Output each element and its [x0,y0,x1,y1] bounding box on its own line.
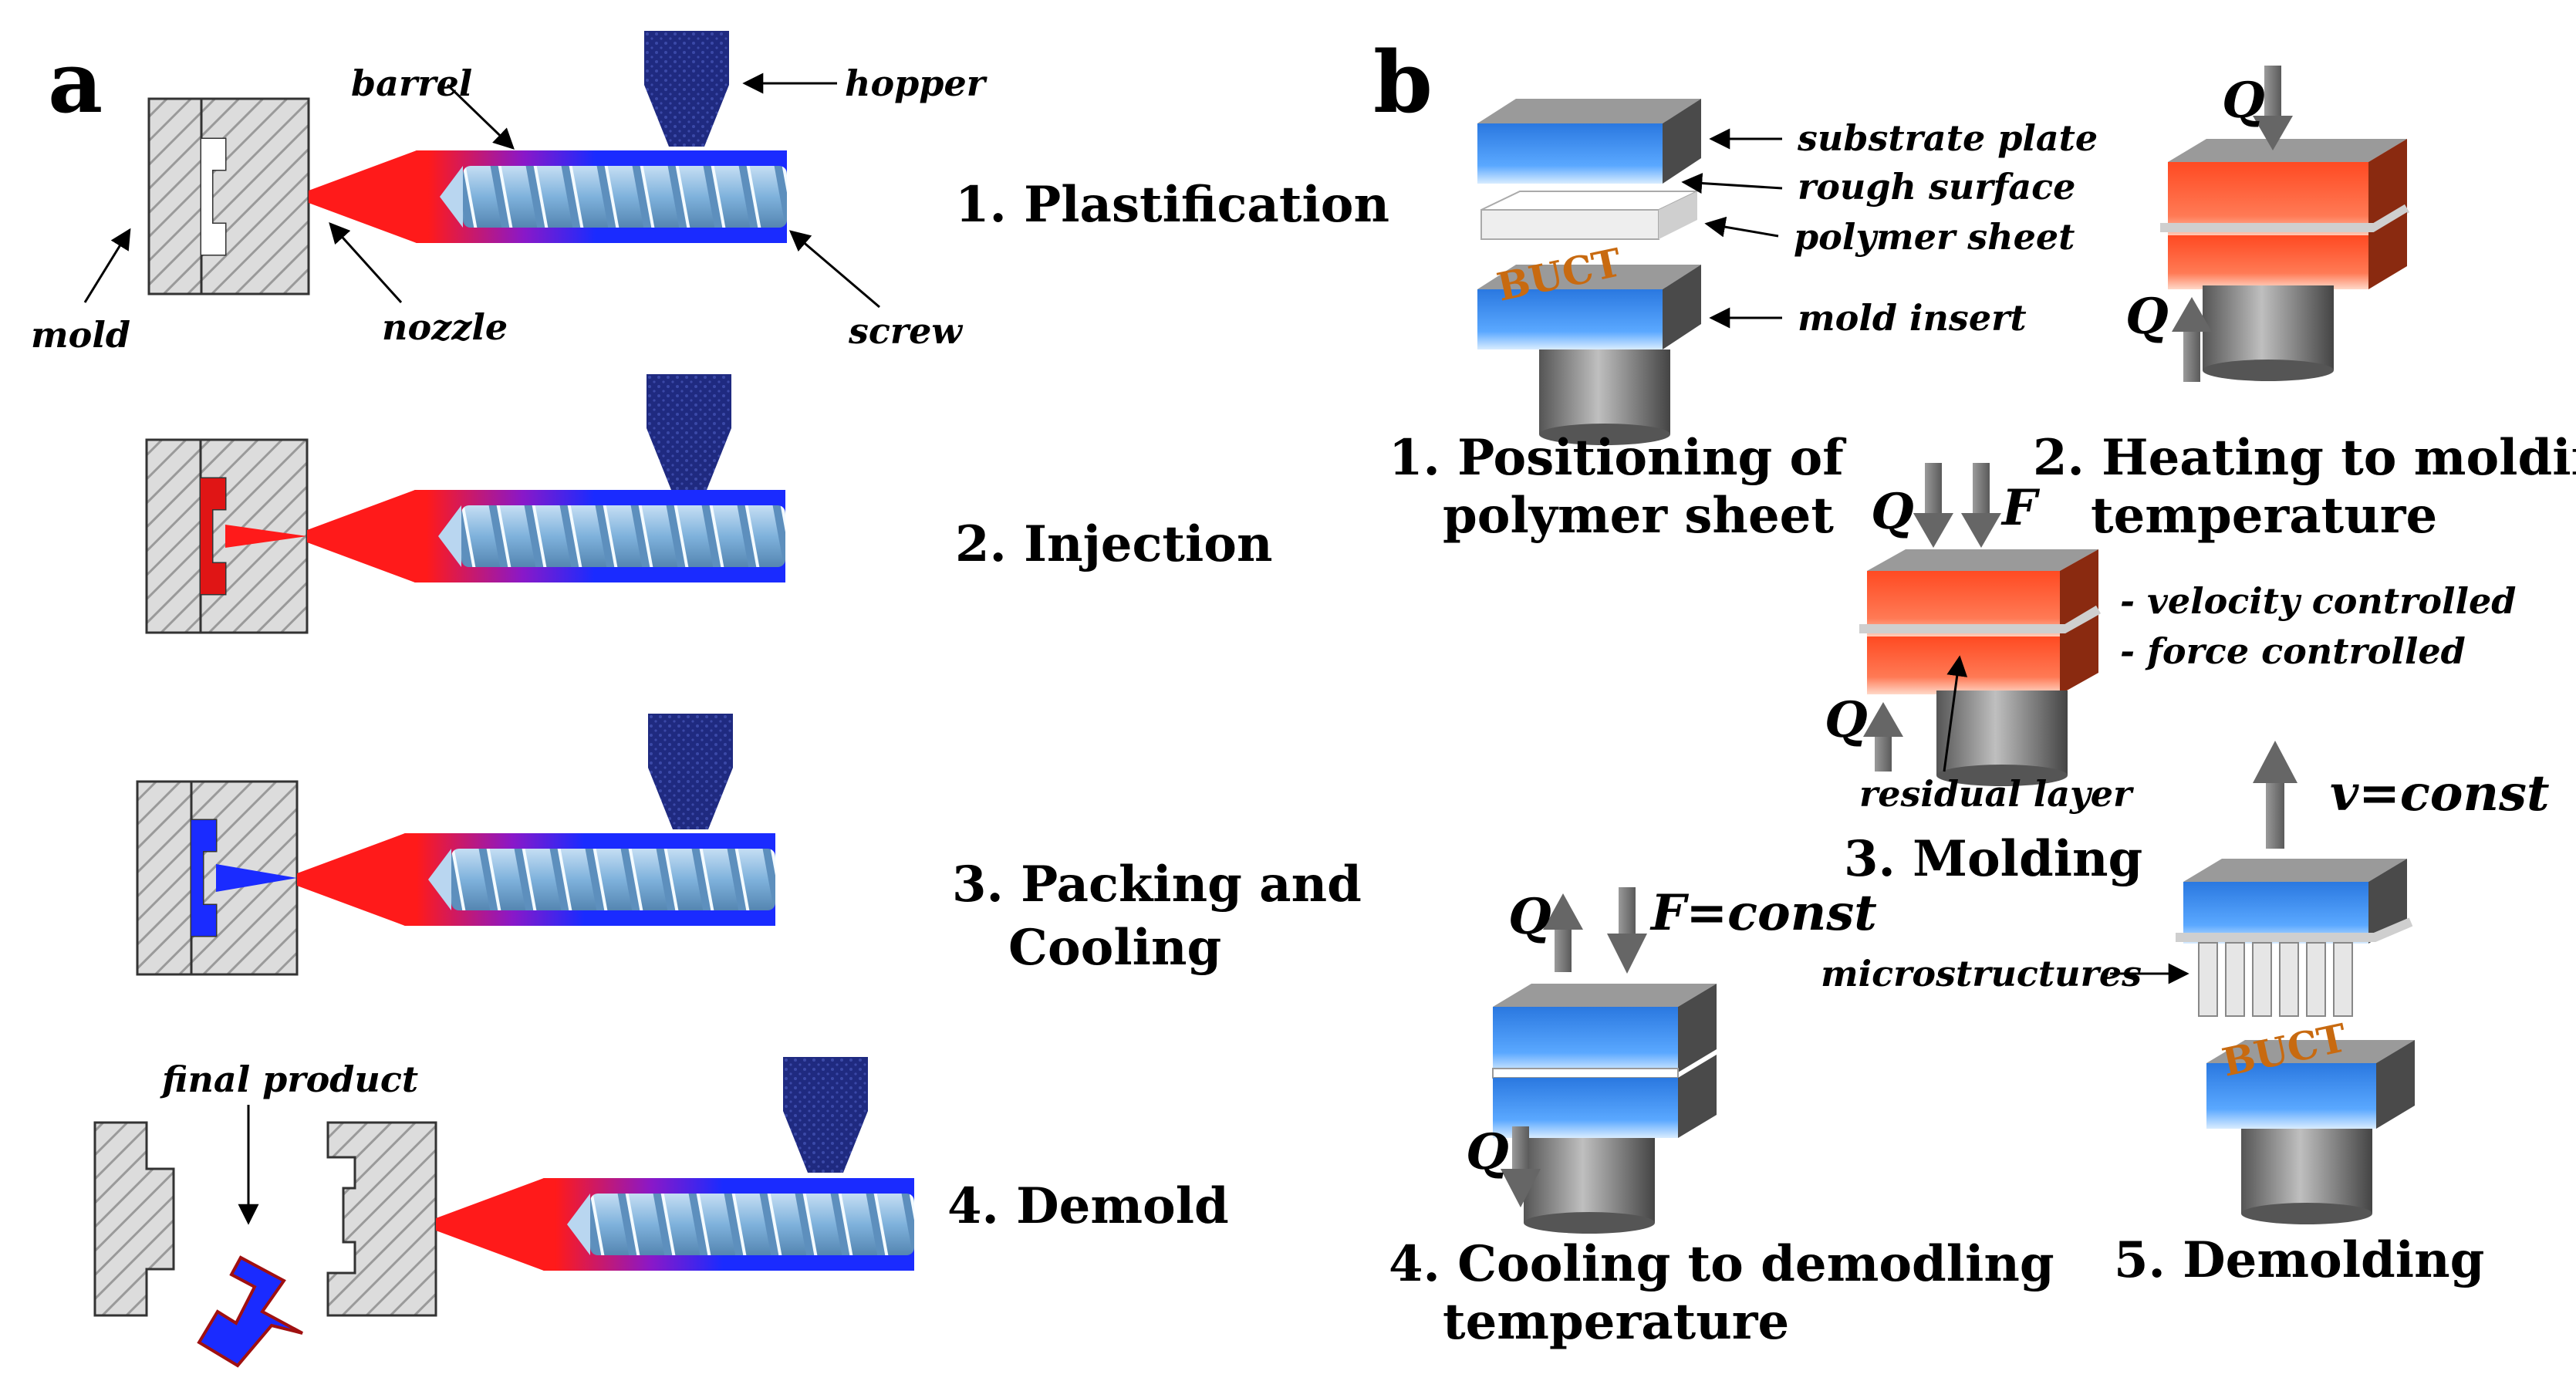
leader-rough-surface [1681,173,1783,194]
step-b1-line1: 1. Positioning of [1389,429,1846,487]
row-plastification [147,31,787,295]
label-force-controlled: - force controlled [2120,630,2466,672]
panel-a-letter: a [48,32,103,132]
step-a4: 4. Demold [947,1177,1229,1235]
label-microstructures: microstructures [1821,953,2142,994]
step-b4-line2: temperature [1443,1293,1789,1351]
label-hopper: hopper [845,62,988,104]
symbol-q-cooling-top: Q [1508,888,1551,946]
step-b3: 3. Molding [1844,830,2142,888]
mold-right [200,97,310,295]
symbol-q-heat-top: Q [2222,72,2265,130]
stack-heating [2160,66,2410,382]
row-packing [136,714,775,976]
step-b4-line1: 4. Cooling to demodling [1389,1235,2054,1293]
barrel-screw [309,150,787,243]
stack-cooling [1492,887,1717,1234]
leader-barrel [446,83,515,150]
symbol-q-molding-bottom: Q [1825,691,1868,749]
final-product-graphic [197,1255,303,1368]
stack-positioning: BUCT [1477,99,1701,445]
step-b5: 5. Demolding [2114,1231,2484,1289]
symbol-f-molding: F [2000,479,2041,537]
panel-b-letter: b [1373,32,1433,132]
hopper-graphic [644,31,729,147]
label-polymer-sheet: polymer sheet [1794,216,2075,258]
step-a3-line2: Cooling [1008,919,1221,977]
stack-demolding: BUCT [2176,741,2415,1224]
label-substrate-plate: substrate plate [1797,117,2098,159]
step-b2-line2: temperature [2091,487,2437,545]
label-nozzle: nozzle [382,306,508,348]
mold-cavity [201,139,225,255]
symbol-q-heat-bottom: Q [2125,288,2169,346]
step-b1-line2: polymer sheet [1443,487,1834,545]
symbol-v-const: v=const [2330,765,2550,822]
row-injection [145,374,785,634]
symbol-f-const: F=const [1649,884,1877,942]
label-mold-insert: mold insert [1798,297,2027,339]
label-rough-surface: rough surface [1798,166,2075,208]
row-demold [93,1057,914,1368]
label-final-product: final product [160,1059,418,1100]
mold-left [147,97,203,295]
leader-residual-layer [1943,655,1968,772]
label-mold: mold [31,314,130,356]
label-barrel: barrel [351,62,472,104]
leader-polymer-sheet [1704,216,1779,238]
step-a1: 1. Plastification [955,176,1389,234]
label-residual-layer: residual layer [1859,773,2135,815]
microstructures-graphic [2198,942,2353,1017]
symbol-q-cooling-bottom: Q [1466,1123,1509,1181]
symbol-q-molding-top: Q [1871,483,1914,541]
leader-nozzle [329,221,403,304]
step-a3-line1: 3. Packing and [952,856,1362,913]
leader-mold [83,228,131,303]
step-a2: 2. Injection [955,515,1273,573]
step-b2-line1: 2. Heating to molding [2033,429,2576,487]
leader-screw [788,230,880,309]
label-screw: screw [848,310,963,352]
label-velocity-controlled: - velocity controlled [2120,580,2516,622]
